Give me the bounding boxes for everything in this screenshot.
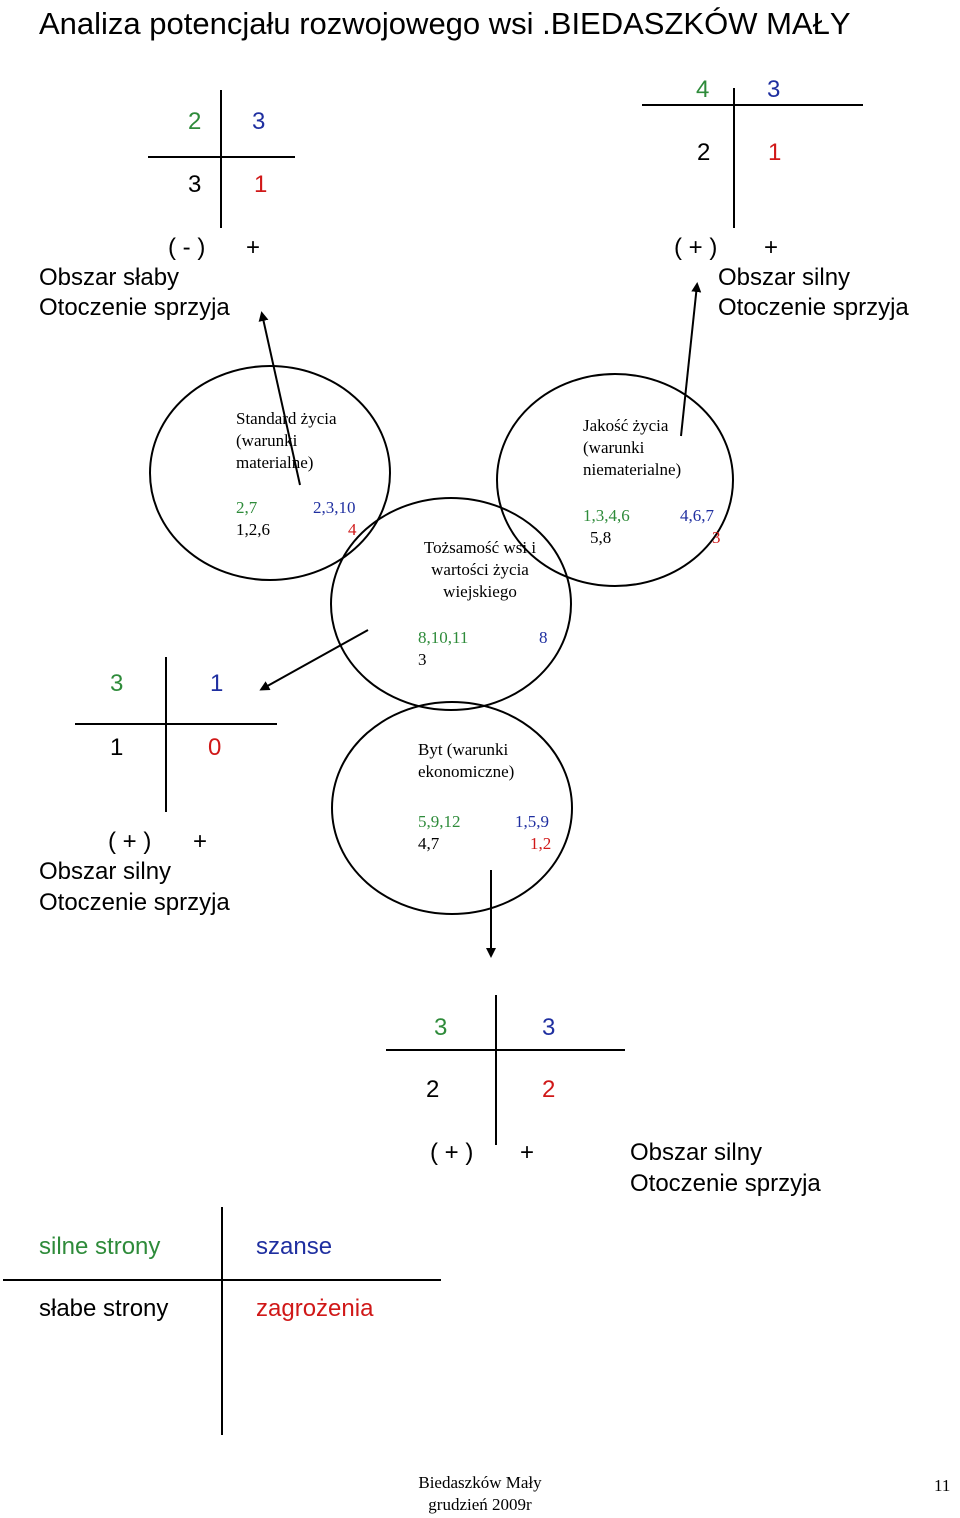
ml-strength: 3 [110,670,124,697]
tr-sign-left: ( + ) [674,234,718,261]
jakosc-weaknesses: 5,8 [590,528,612,547]
legend-threats: zagrożenia [256,1295,374,1322]
legend-opportunities: szanse [256,1233,333,1260]
bottom-opportunity: 3 [542,1014,556,1041]
arrow-tozsamosc [259,629,369,691]
footer-place: Biedaszków Mały [418,1473,542,1492]
standard-opportunities: 2,3,10 [313,498,356,517]
jakosc-threats: 3 [712,528,721,547]
bottom-threat: 2 [542,1076,556,1103]
tr-threat: 1 [768,139,782,166]
tl-area-label: Obszar słaby [39,264,180,291]
ml-opportunity: 1 [210,670,224,697]
tl-threat: 1 [254,171,268,198]
tr-strength: 4 [696,76,710,103]
tl-sign-right: + [246,234,261,261]
circle-byt [331,701,573,915]
legend-strengths: silne strony [39,1233,161,1260]
byt-threats: 1,2 [530,834,552,853]
ml-sign-right: + [193,828,208,855]
footer-date: grudzień 2009r [428,1495,532,1514]
jakosc-label-1: Jakość życia [583,416,669,435]
tr-weakness: 2 [697,139,711,166]
tozsamosc-strengths: 8,10,11 [418,628,469,647]
tr-sign-right: + [764,234,779,261]
standard-label-3: materialne) [236,453,314,472]
tozsamosc-label-3: wiejskiego [443,582,517,601]
byt-opportunities: 1,5,9 [515,812,549,831]
tozsamosc-opportunities: 8 [539,628,548,647]
tl-strength: 2 [188,108,202,135]
standard-label-1: Standard życia [236,409,337,428]
circle-tozsamosc [330,497,572,711]
bottom-area-label: Obszar silny [630,1139,763,1166]
standard-threats: 4 [348,520,357,539]
tozsamosc-label-2: wartości życia [431,560,529,579]
tozsamosc-label-1: Tożsamość wsi i [423,538,537,557]
bottom-weakness: 2 [426,1076,440,1103]
tl-sign-left: ( - ) [168,234,206,261]
byt-label-1: Byt (warunki [418,740,509,759]
tl-weakness: 3 [188,171,202,198]
circle-jakosc [496,373,734,587]
jakosc-label-2: (warunki [583,438,645,457]
byt-label-2: ekonomiczne) [418,762,515,781]
arrow-standard [258,311,301,486]
standard-label-2: (warunki [236,431,298,450]
bottom-strength: 3 [434,1014,448,1041]
tr-area-label: Obszar silny [718,264,851,291]
standard-strengths: 2,7 [236,498,258,517]
page-number: 11 [934,1476,951,1495]
jakosc-label-3: niematerialne) [583,460,682,479]
legend-weaknesses: słabe strony [39,1295,169,1322]
ml-environment-label: Otoczenie sprzyja [39,889,230,916]
tozsamosc-weaknesses: 3 [418,650,427,669]
bottom-sign-right: + [520,1139,535,1166]
page-title: Analiza potencjału rozwojowego wsi .BIED… [39,6,851,41]
tr-opportunity: 3 [767,76,781,103]
tr-environment-label: Otoczenie sprzyja [718,294,909,321]
circle-standard [149,365,391,581]
byt-strengths: 5,9,12 [418,812,461,831]
jakosc-strengths: 1,3,4,6 [583,506,630,525]
bottom-sign-left: ( + ) [430,1139,474,1166]
byt-weaknesses: 4,7 [418,834,440,853]
bottom-environment-label: Otoczenie sprzyja [630,1170,821,1197]
ml-area-label: Obszar silny [39,858,172,885]
arrow-jakosc [680,282,702,437]
ml-weakness: 1 [110,734,124,761]
standard-weaknesses: 1,2,6 [236,520,270,539]
ml-threat: 0 [208,734,222,761]
ml-sign-left: ( + ) [108,828,152,855]
tl-opportunity: 3 [252,108,266,135]
jakosc-opportunities: 4,6,7 [680,506,714,525]
tl-environment-label: Otoczenie sprzyja [39,294,230,321]
